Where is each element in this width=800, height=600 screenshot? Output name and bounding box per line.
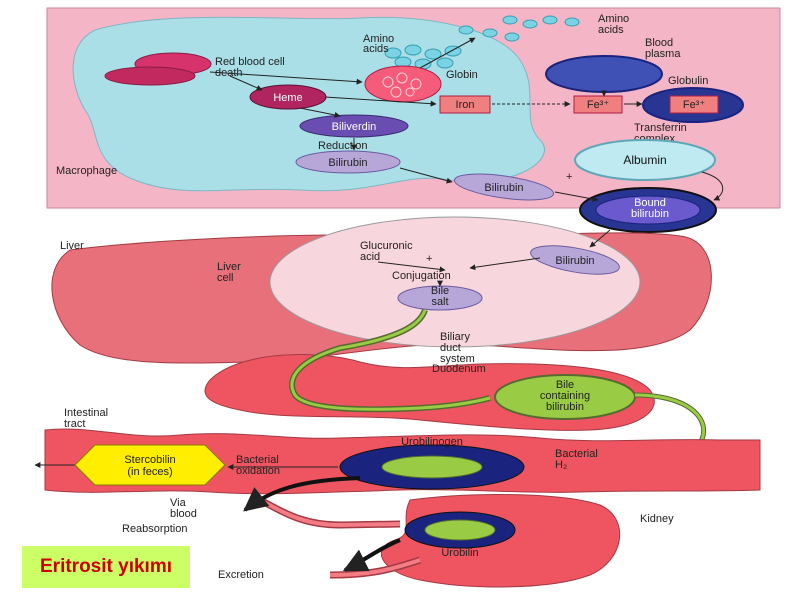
- plus-plasma: +: [566, 171, 572, 183]
- urobilinogen-label: Urobilinogen: [401, 436, 463, 448]
- bile-bilirubin-label-3: bilirubin: [546, 401, 584, 413]
- amino-acids-top-label-1: Amino: [598, 13, 629, 25]
- bilirubin-plasma-label: Bilirubin: [484, 182, 523, 194]
- stercobilin-shape: [74, 444, 226, 486]
- heme-label: Heme: [273, 92, 302, 104]
- albumin-molecule: [574, 139, 716, 181]
- bacterial-oxidation-label-1: Bacterial: [236, 454, 279, 466]
- iron-box: [439, 95, 491, 114]
- globin-label: Globin: [446, 69, 478, 81]
- liver-arrows: [377, 229, 611, 287]
- bile-bilirubin-label-1: Bile: [556, 379, 574, 391]
- biliverdin-molecule: [299, 114, 409, 138]
- biliverdin-label: Biliverdin: [332, 121, 377, 133]
- bacterial-h2-label-1: Bacterial: [555, 448, 598, 460]
- globulin-label: Globulin: [668, 75, 708, 87]
- amino-acids-label-2: acids: [363, 43, 389, 55]
- top-arrows: [209, 37, 724, 202]
- excretion-label: Excretion: [218, 569, 264, 581]
- fe-left-label: Fe³⁺: [587, 99, 610, 111]
- reabsorption-arrow: [243, 476, 361, 512]
- intestinal-label-2: tract: [64, 418, 85, 430]
- via-blood-label-2: blood: [170, 508, 197, 520]
- kidney-label: Kidney: [640, 513, 674, 525]
- plus-liver: +: [426, 253, 432, 265]
- transferrin-label-1: Transferrin: [634, 122, 687, 134]
- rbc-death-label-1: Red blood cell: [215, 56, 285, 68]
- urobilin-core: [424, 519, 496, 541]
- bilirubin-plasma-molecule: [453, 173, 555, 201]
- amino-acids-label-1: Amino: [363, 33, 394, 45]
- bilirubin-liver-label: Bilirubin: [555, 255, 594, 267]
- globin-molecule: [364, 65, 442, 103]
- bile-salt-label-2: salt: [431, 296, 448, 308]
- bilirubin-liver-molecule: [530, 245, 620, 275]
- duodenum-label: Duodenum: [432, 363, 486, 375]
- globin-pattern: [382, 72, 422, 98]
- liver-label: Liver: [60, 240, 84, 252]
- bound-bilirubin-label-1: Bound: [634, 197, 666, 209]
- bilirubin-molecule: [295, 150, 401, 174]
- liver-cell: [269, 216, 641, 348]
- biliary-duct-inner: [290, 309, 491, 411]
- amino-acid-bubbles-inner: [384, 44, 462, 70]
- urobilin-label: Urobilin: [441, 547, 478, 559]
- transferrin-fe-box: [669, 95, 719, 114]
- amino-acids-top-label-2: acids: [598, 24, 624, 36]
- ureter-inner: [329, 558, 421, 577]
- conjugation-label: Conjugation: [392, 270, 451, 282]
- stercobilin-label-2: (in feces): [127, 466, 172, 478]
- biliary-label-3: system: [440, 353, 475, 365]
- globulin-molecule: [545, 55, 663, 93]
- blood-plasma-label-1: Blood: [645, 37, 673, 49]
- glucuronic-label-1: Glucuronic: [360, 240, 413, 252]
- bile-bilirubin-label-2: containing: [540, 390, 590, 402]
- intestinal-label-1: Intestinal: [64, 407, 108, 419]
- liver-cell-label-2: cell: [217, 272, 234, 284]
- albumin-label: Albumin: [623, 153, 666, 167]
- reabsorption-label: Reabsorption: [122, 523, 187, 535]
- red-blood-cell-death: [104, 52, 212, 86]
- bacterial-oxidation-label-2: oxidation: [236, 465, 280, 477]
- bilirubin-label: Bilirubin: [328, 157, 367, 169]
- bound-bilirubin-label-2: bilirubin: [631, 208, 669, 220]
- slide-caption: Eritrosit yıkımı: [22, 546, 190, 588]
- bacterial-h2-label-2: H₂: [555, 459, 567, 471]
- bile-salt-label-1: Bile: [431, 285, 449, 297]
- blood-plasma-label-2: plasma: [645, 48, 681, 60]
- bound-bilirubin-core: [595, 195, 701, 225]
- fe-right-label: Fe³⁺: [683, 99, 706, 111]
- urobilinogen-core: [381, 455, 483, 479]
- via-blood-label-1: Via: [170, 497, 187, 509]
- excretion-arrow: [342, 538, 401, 572]
- stercobilin-label-1: Stercobilin: [124, 454, 175, 466]
- amino-acid-bubbles-plasma: [458, 15, 580, 42]
- glucuronic-label-2: acid: [360, 251, 380, 263]
- macrophage-label: Macrophage: [56, 165, 117, 177]
- biliary-label-2: duct: [440, 342, 461, 354]
- biliary-label-1: Biliary: [440, 331, 470, 343]
- liver-cell-label-1: Liver: [217, 261, 241, 273]
- reduction-label: Reduction: [318, 140, 368, 152]
- fe-box: [573, 95, 623, 114]
- iron-label: Iron: [456, 99, 475, 111]
